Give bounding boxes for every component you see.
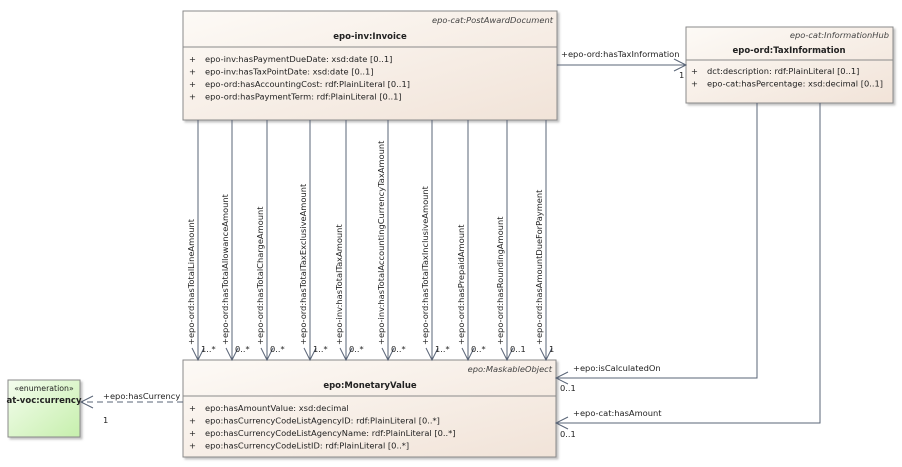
association-amount[interactable]: +epo-ord:hasTotalChargeAmount 0..*	[255, 120, 285, 362]
attribute-visibility: +	[189, 54, 196, 64]
currency-stereotype: «enumeration»	[14, 384, 74, 393]
assoc-multiplicity: 1..*	[313, 344, 328, 354]
assoc-multiplicity: 0..*	[235, 344, 250, 354]
attribute: epo-inv:hasPaymentDueDate: xsd:date [0..…	[205, 54, 392, 64]
assoc-multiplicity: 1	[103, 415, 108, 425]
attribute: epo-ord:hasPaymentTerm: rdf:PlainLiteral…	[205, 92, 402, 102]
association-has-amount[interactable]: +epo-cat:hasAmount 0..1	[554, 103, 821, 439]
class-monetary-value[interactable]: epo:MaskableObject epo:MonetaryValue + ep…	[182, 359, 557, 458]
tax-stereotype: epo-cat:InformationHub	[790, 30, 889, 40]
monetary-stereotype: epo:MaskableObject	[468, 364, 553, 374]
attribute-visibility: +	[189, 67, 196, 77]
attribute-visibility: +	[189, 79, 196, 89]
association-has-currency[interactable]: +epo:hasCurrency 1	[79, 391, 183, 425]
assoc-multiplicity: 0..*	[270, 344, 285, 354]
attribute: epo-cat:hasPercentage: xsd:decimal [0..1…	[707, 79, 883, 89]
assoc-label: +epo:isCalculatedOn	[573, 363, 661, 373]
assoc-label: +epo-ord:hasRoundingAmount	[495, 216, 505, 345]
attribute-visibility: +	[189, 403, 196, 413]
assoc-label: +epo-ord:hasTaxInformation	[561, 49, 680, 59]
assoc-multiplicity: 0..*	[349, 344, 364, 354]
assoc-label: +epo-ord:hasTotalLineAmount	[186, 218, 196, 345]
assoc-label: +epo:hasCurrency	[103, 391, 180, 401]
assoc-label: +epo-inv:hasTotalAccountingCurrencyTaxAm…	[376, 140, 386, 345]
assoc-multiplicity: 0..*	[471, 344, 486, 354]
assoc-multiplicity: 0..*	[391, 344, 406, 354]
association-amount[interactable]: +epo-inv:hasTotalTaxAmount 0..*	[334, 120, 364, 362]
invoice-name: epo-inv:Invoice	[333, 32, 407, 42]
currency-name: at-voc:currency	[6, 396, 81, 406]
assoc-multiplicity: 0..1	[560, 383, 576, 393]
association-amount[interactable]: +epo-ord:hasTotalTaxInclusiveAmount 1..*	[420, 120, 450, 362]
attribute: epo-inv:hasTaxPointDate: xsd:date [0..1]	[205, 67, 374, 77]
assoc-multiplicity: 0..1	[560, 429, 576, 439]
association-amount[interactable]: +epo-ord:hasAmountDueForPayment 1	[534, 120, 554, 362]
attribute: dct:description: rdf:PlainLiteral [0..1]	[707, 66, 859, 76]
attribute-visibility: +	[189, 92, 196, 102]
assoc-label: +epo-ord:hasTotalAllowanceAmount	[220, 193, 230, 345]
assoc-label: +epo-ord:hasPrepaidAmount	[456, 224, 466, 345]
assoc-label: +epo-ord:hasTotalTaxInclusiveAmount	[420, 185, 430, 345]
attribute: epo:hasCurrencyCodeListAgencyName: rdf:P…	[205, 428, 456, 438]
association-amount[interactable]: +epo-ord:hasRoundingAmount 0..1	[495, 120, 526, 362]
association-has-tax-information[interactable]: +epo-ord:hasTaxInformation 1	[557, 49, 688, 80]
class-invoice[interactable]: epo-cat:PostAwardDocument epo-inv:Invoic…	[182, 10, 558, 121]
attribute-visibility: +	[189, 428, 196, 438]
association-amount[interactable]: +epo-ord:hasTotalLineAmount 1..*	[186, 120, 216, 362]
assoc-label: +epo-ord:hasTotalChargeAmount	[255, 206, 265, 345]
assoc-label: +epo-ord:hasTotalTaxExclusiveAmount	[298, 183, 308, 345]
assoc-multiplicity: 0..1	[510, 344, 526, 354]
attribute: epo:hasCurrencyCodeListID: rdf:PlainLite…	[205, 441, 409, 451]
attribute-visibility: +	[189, 441, 196, 451]
assoc-multiplicity: 1	[679, 70, 684, 80]
assoc-multiplicity: 1	[549, 344, 554, 354]
association-amount[interactable]: +epo-inv:hasTotalAccountingCurrencyTaxAm…	[376, 120, 406, 362]
assoc-label: +epo-inv:hasTotalTaxAmount	[334, 224, 344, 345]
assoc-multiplicity: 1..*	[435, 344, 450, 354]
monetary-name: epo:MonetaryValue	[323, 381, 417, 391]
attribute: epo:hasCurrencyCodeListAgencyID: rdf:Pla…	[205, 416, 440, 426]
class-tax-information[interactable]: epo-cat:InformationHub epo-ord:TaxInform…	[685, 26, 894, 104]
attribute-visibility: +	[691, 79, 698, 89]
attribute: epo-ord:hasAccountingCost: rdf:PlainLite…	[205, 79, 410, 89]
enum-currency[interactable]: «enumeration» at-voc:currency	[6, 379, 82, 438]
invoice-stereotype: epo-cat:PostAwardDocument	[432, 15, 554, 25]
attribute-visibility: +	[189, 416, 196, 426]
assoc-multiplicity: 1..*	[201, 344, 216, 354]
attribute-visibility: +	[691, 66, 698, 76]
attribute: epo:hasAmountValue: xsd:decimal	[205, 403, 349, 413]
assoc-label: +epo-cat:hasAmount	[573, 408, 662, 418]
association-amount[interactable]: +epo-ord:hasTotalAllowanceAmount 0..*	[220, 120, 250, 362]
association-amount[interactable]: +epo-ord:hasTotalTaxExclusiveAmount 1..*	[298, 120, 328, 362]
tax-name: epo-ord:TaxInformation	[732, 46, 845, 56]
association-amount[interactable]: +epo-ord:hasPrepaidAmount 0..*	[456, 120, 486, 362]
association-is-calculated-on[interactable]: +epo:isCalculatedOn 0..1	[554, 103, 758, 393]
assoc-label: +epo-ord:hasAmountDueForPayment	[534, 189, 544, 345]
